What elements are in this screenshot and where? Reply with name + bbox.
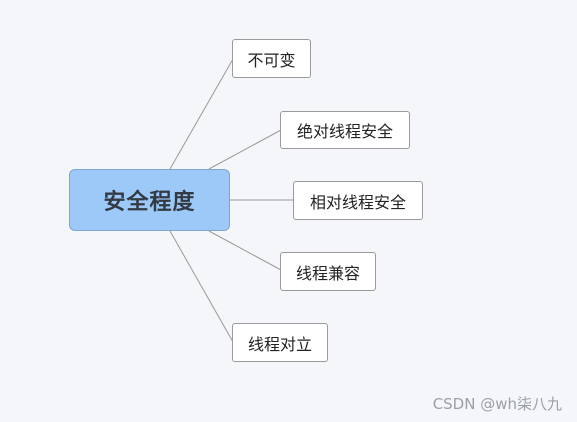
child-topic-absolute-thread-safe[interactable]: 绝对线程安全	[280, 111, 410, 149]
child-topic-immutable[interactable]: 不可变	[232, 39, 311, 78]
root-topic-node[interactable]: 安全程度	[69, 169, 230, 231]
connector-to-thread-hostile	[169, 230, 234, 343]
child-topic-thread-compatible[interactable]: 线程兼容	[280, 252, 376, 291]
child-topic-relative-thread-safe[interactable]: 相对线程安全	[293, 181, 423, 220]
connector-to-absolute-thread-safe	[208, 129, 282, 170]
watermark-text: CSDN @wh柒八九	[432, 395, 562, 413]
connector-to-thread-compatible	[208, 230, 282, 271]
connector-to-immutable	[169, 58, 234, 170]
child-topic-thread-hostile[interactable]: 线程对立	[232, 323, 328, 362]
